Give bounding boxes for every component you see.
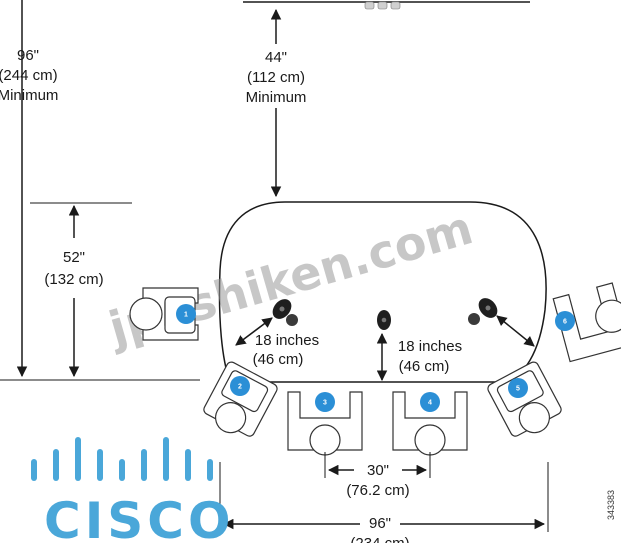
table-depth-dimension	[30, 202, 132, 378]
seat-spacing-value: 30"	[367, 462, 389, 479]
camera-center-distance-value: 18 inches	[398, 338, 462, 355]
seat-spacing-metric: (76.2 cm)	[346, 482, 409, 499]
seat-right-end	[552, 282, 621, 363]
table-width-dimension	[219, 462, 549, 532]
seat-marker	[176, 304, 196, 324]
room-depth-value: 96"	[17, 47, 39, 64]
figure-id: 343383	[606, 490, 616, 520]
seat-front-center-left	[287, 391, 363, 456]
seat-marker	[508, 378, 528, 398]
display-units-icon	[364, 1, 401, 10]
camera-left-icon	[272, 299, 292, 319]
table-depth-value: 52"	[63, 249, 85, 266]
cisco-logo-text: CISCO	[44, 492, 235, 543]
seat-number: 1	[184, 312, 188, 319]
seat-spacing-dimension	[324, 452, 431, 478]
seat-marker	[555, 311, 575, 331]
wall-clearance-value: 44"	[265, 49, 287, 66]
seat-number: 2	[238, 384, 242, 391]
room-depth-metric: (244 cm)	[0, 67, 58, 84]
cisco-bridge-icon	[31, 437, 213, 481]
microphone-right-icon	[468, 313, 480, 325]
seat-number: 6	[563, 319, 567, 326]
table-depth-metric: (132 cm)	[44, 271, 103, 288]
top-wall	[243, 1, 530, 10]
seat-front-center-right	[392, 391, 468, 456]
camera-left-distance-value: 18 inches	[255, 332, 319, 349]
seat-marker	[420, 392, 440, 412]
seat-number: 3	[323, 400, 327, 407]
room-depth-dimension	[0, 0, 200, 381]
microphone-left-icon	[286, 314, 298, 326]
table-width-metric: (234 cm)	[350, 535, 409, 543]
camera-center-distance-metric: (46 cm)	[399, 358, 450, 375]
wall-clearance-note: Minimum	[246, 89, 307, 106]
seat-marker	[230, 376, 250, 396]
seat-number: 4	[428, 400, 432, 407]
camera-left-distance-arrow	[235, 317, 273, 346]
camera-right-icon	[478, 298, 498, 318]
wall-clearance-metric: (112 cm)	[247, 69, 305, 86]
cisco-logo: CISCO	[31, 437, 235, 543]
camera-right-distance-arrow	[496, 315, 535, 347]
camera-left-distance-metric: (46 cm)	[253, 351, 304, 368]
room-depth-note: Minimum	[0, 87, 58, 104]
seat-marker	[315, 392, 335, 412]
seat-number: 5	[516, 386, 520, 393]
camera-center-icon	[377, 310, 391, 330]
table-width-value: 96"	[369, 515, 391, 532]
seat-front-right	[487, 361, 562, 437]
